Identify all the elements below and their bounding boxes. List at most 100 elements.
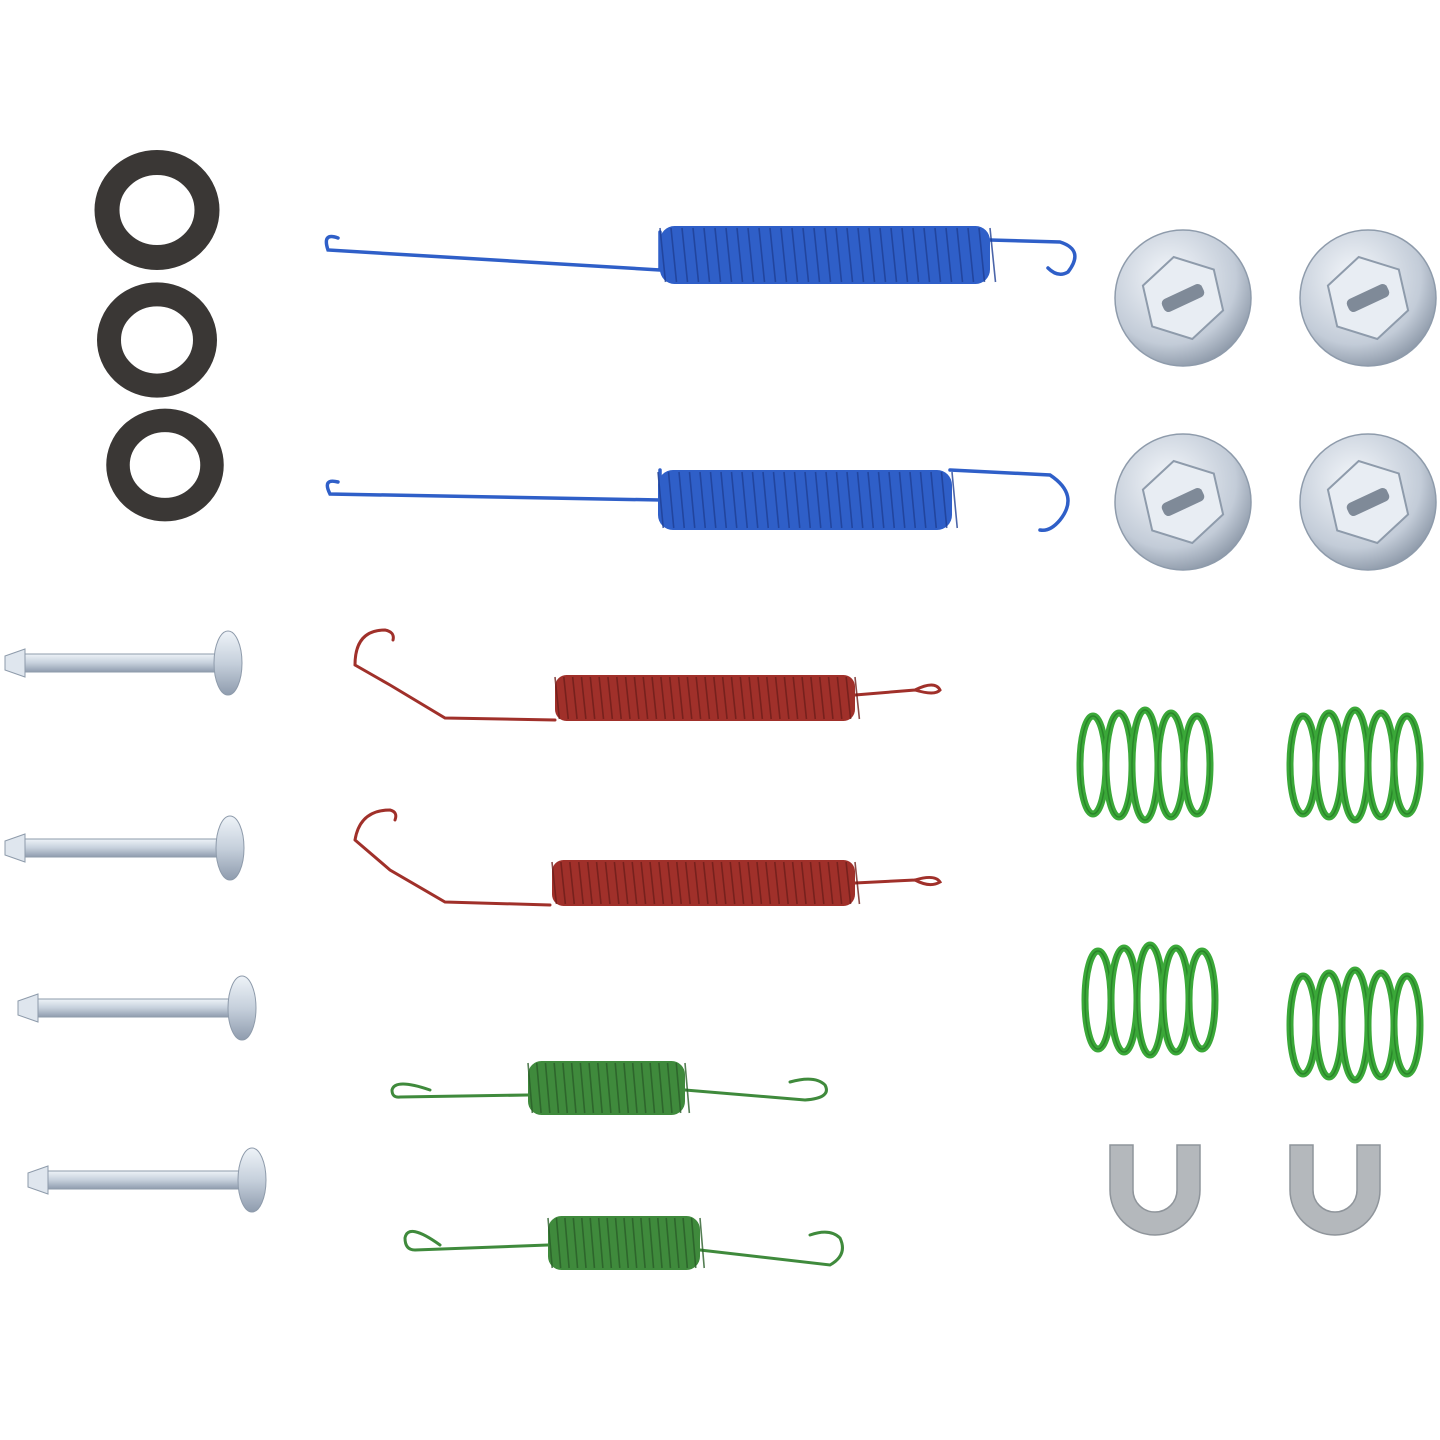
spring-hook-wire bbox=[324, 230, 1077, 276]
coil-turn-shade bbox=[1367, 712, 1395, 818]
spring-coil-turn bbox=[814, 471, 822, 529]
hold-down-pin bbox=[4, 815, 245, 881]
spring-coil-turn bbox=[762, 471, 770, 529]
spring-coil-turn bbox=[713, 676, 720, 720]
spring-coil-turn bbox=[782, 861, 789, 905]
spring-coil-turn bbox=[956, 227, 964, 283]
spring-coil-turn bbox=[560, 861, 567, 905]
spring-coil-turn bbox=[854, 676, 861, 720]
cup-slot bbox=[1346, 284, 1390, 312]
spring-coil-turn bbox=[877, 471, 885, 529]
hold-down-cup bbox=[1299, 433, 1437, 571]
spring-coil-turn bbox=[772, 471, 780, 529]
spring-coil-turn bbox=[613, 861, 620, 905]
spring-coil-turn bbox=[678, 471, 686, 529]
spring-coil-turn bbox=[660, 676, 667, 720]
spring-coil-turn bbox=[901, 227, 909, 283]
hold-down-caps-group bbox=[1114, 229, 1437, 571]
spring-coil-turn bbox=[898, 471, 906, 529]
spring-coil-turn bbox=[624, 676, 631, 720]
spring-coil-turn bbox=[978, 227, 986, 283]
spring-coil-turn bbox=[756, 861, 763, 905]
spring-coil-turn bbox=[867, 471, 875, 529]
spring-coil-turn bbox=[681, 227, 689, 283]
spring-coil-turn bbox=[668, 676, 675, 720]
extension-spring bbox=[353, 628, 942, 722]
spring-coil-turn bbox=[912, 227, 920, 283]
coil-turn-shade bbox=[1131, 709, 1159, 821]
spring-coil-turn bbox=[642, 676, 649, 720]
spring-coil-turn bbox=[622, 861, 629, 905]
spring-coil-turn bbox=[739, 676, 746, 720]
coil-turn-shade bbox=[1079, 715, 1107, 815]
spring-coil-body bbox=[555, 675, 855, 721]
spring-coil-turn bbox=[800, 861, 807, 905]
spring-coil-turn bbox=[704, 676, 711, 720]
spring-coil-turn bbox=[604, 861, 611, 905]
spring-coil-turn bbox=[846, 471, 854, 529]
spring-coil-turn bbox=[595, 861, 602, 905]
spring-coil-turn bbox=[657, 471, 665, 529]
spring-coil-turn bbox=[818, 676, 825, 720]
spring-coil-turn bbox=[527, 1062, 534, 1114]
spring-hook-wire bbox=[325, 468, 1070, 533]
u-clips-group bbox=[1109, 1144, 1381, 1236]
spring-coil-turn bbox=[769, 227, 777, 283]
cup-slot bbox=[1161, 488, 1205, 516]
spring-coil-turn bbox=[673, 1217, 680, 1269]
wave-washer bbox=[106, 408, 224, 522]
extension-spring bbox=[403, 1216, 844, 1270]
spring-coil-turn bbox=[709, 471, 717, 529]
spring-coil-turn bbox=[940, 471, 948, 529]
spring-coil-turn bbox=[951, 471, 959, 529]
spring-coil-turn bbox=[809, 861, 816, 905]
spring-coil-turn bbox=[747, 227, 755, 283]
spring-coil-turn bbox=[572, 1217, 579, 1269]
spring-coil-turn bbox=[802, 227, 810, 283]
coil-turn-shade bbox=[1136, 944, 1164, 1056]
spring-coil-turn bbox=[649, 861, 656, 905]
spring-coil-turn bbox=[967, 227, 975, 283]
spring-coil-turn bbox=[923, 227, 931, 283]
hold-down-cup bbox=[1299, 229, 1437, 367]
pin-tip bbox=[4, 648, 26, 678]
coil-turn-shade bbox=[1183, 715, 1211, 815]
spring-coil-turn bbox=[649, 1062, 656, 1114]
spring-hook-wire bbox=[390, 1077, 828, 1102]
spring-coil-turn bbox=[780, 227, 788, 283]
hold-down-pins-group bbox=[4, 630, 267, 1213]
coil-turn-shade bbox=[1315, 712, 1343, 818]
coil-turn-shade bbox=[1289, 715, 1317, 815]
spring-coil-turn bbox=[690, 1217, 697, 1269]
spring-coil-turn bbox=[736, 227, 744, 283]
spring-coil-body bbox=[528, 1061, 685, 1115]
spring-hook-wire bbox=[403, 1229, 844, 1267]
wave-washer bbox=[97, 282, 217, 398]
spring-coil-turn bbox=[827, 676, 834, 720]
coil-springs-group bbox=[1076, 706, 1424, 1084]
spring-coil-turn bbox=[765, 676, 772, 720]
spring-coil-turn bbox=[688, 471, 696, 529]
spring-coil-turn bbox=[804, 471, 812, 529]
hold-down-pin bbox=[27, 1147, 267, 1213]
spring-coil-turn bbox=[793, 471, 801, 529]
spring-coil-turn bbox=[665, 1217, 672, 1269]
spring-coil-turn bbox=[551, 861, 558, 905]
spring-coil-turn bbox=[570, 1062, 577, 1114]
spring-coil-turn bbox=[631, 861, 638, 905]
spring-coil-turn bbox=[801, 676, 808, 720]
pin-tip bbox=[17, 993, 39, 1023]
spring-coil-turn bbox=[791, 861, 798, 905]
spring-coil-turn bbox=[818, 861, 825, 905]
spring-coil-turn bbox=[553, 1062, 560, 1114]
spring-coil-turn bbox=[989, 227, 997, 283]
spring-coil-turn bbox=[792, 676, 799, 720]
spring-coil-turn bbox=[614, 1217, 621, 1269]
washers-group bbox=[94, 150, 224, 522]
spring-coil-turn bbox=[757, 676, 764, 720]
spring-coil-turn bbox=[695, 676, 702, 720]
spring-coil-turn bbox=[748, 676, 755, 720]
spring-coil-turn bbox=[667, 861, 674, 905]
spring-hook-wire bbox=[353, 808, 943, 907]
coil-turn-shade bbox=[1393, 715, 1421, 815]
